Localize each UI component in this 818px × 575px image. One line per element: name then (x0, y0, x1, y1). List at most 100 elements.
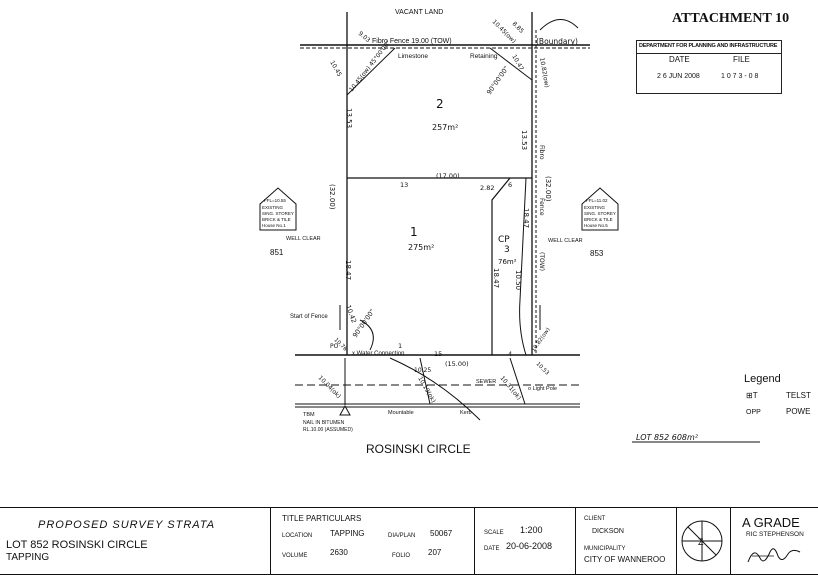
mountable-label: Mountable (388, 410, 414, 416)
house-right-3: BRICK & TILE (584, 217, 613, 222)
dim-mid-6: 6 (508, 181, 512, 189)
client-label: CLIENT (584, 516, 606, 522)
dim-bottom-1: 1 (398, 342, 402, 350)
tbm-label-1: TBM (303, 412, 315, 418)
date-label: DATE (484, 546, 500, 552)
tbm-label-3: RL.10.00 (ASSUMED) (303, 427, 353, 433)
dim-1019: 10.19(ok) (416, 376, 437, 405)
dim-top-left-2: 10.45 (328, 60, 343, 79)
dim-1050: 10.50 (514, 270, 522, 290)
boundary-arrow (539, 19, 579, 31)
dim-left-32: (32.00) (328, 184, 336, 210)
fibro-right-label: Fibro (538, 145, 545, 160)
boundary-label: (Boundary) (536, 37, 578, 46)
municipality-value: CITY OF WANNEROO (584, 555, 666, 564)
truncation-top-left (346, 47, 396, 96)
well-clear-left: WELL CLEAR (286, 236, 321, 242)
well-clear-right: WELL CLEAR (548, 238, 583, 244)
legend-title: Legend (744, 373, 781, 385)
stamp-date-label: DATE (669, 55, 690, 64)
firm-name: A GRADE (742, 515, 800, 530)
legend-telstra-symbol: ⊞T (746, 391, 758, 400)
offset-line-3 (509, 357, 526, 405)
dim-top-left-1: 9.03 (357, 30, 372, 44)
kerb-label: Kerb (460, 410, 472, 416)
title-divider-4 (676, 508, 677, 574)
driveway-curve (519, 177, 527, 356)
title-divider-2 (474, 508, 475, 574)
house-left-outline (259, 187, 297, 231)
dim-top-right-1: 8.85 (511, 20, 526, 35)
lot-left-number: 851 (270, 248, 284, 257)
scale-label: SCALE (484, 530, 504, 536)
signature-image (747, 548, 801, 563)
stamp-file-label: FILE (733, 55, 750, 64)
stamp-department: DEPARTMENT FOR PLANNING AND INFRASTRUCTU… (639, 43, 778, 49)
stamp-date-value: 2 6 JUN 2008 (657, 73, 700, 80)
client-value: DICKSON (592, 528, 624, 535)
location-value: TAPPING (330, 529, 365, 538)
dim-left-upper: 13.53 (345, 108, 353, 128)
surveyor-name: RIC STEPHENSON (746, 531, 804, 538)
lot1-area: 275m² (408, 243, 434, 252)
angle-arc-bottom (359, 319, 374, 351)
dim-1053: 10.53 (535, 361, 551, 377)
lot2-number: 2 (436, 97, 444, 111)
title-block: PROPOSED SURVEY STRATA LOT 852 ROSINSKI … (0, 507, 818, 575)
dim-tow: (TOW) (538, 252, 545, 271)
dim-1031: 10.31(ok) (498, 375, 522, 402)
house-left-1: EXISTING (262, 205, 284, 210)
lot2-area: 257m² (432, 123, 458, 132)
house-right-1: EXISTING (584, 205, 606, 210)
legend-telstra: TELST (786, 391, 811, 400)
light-pole-label: o Light Pole (528, 386, 557, 392)
vacant-land-label: VACANT LAND (395, 9, 443, 16)
dim-mid-282: 2.82 (480, 184, 494, 192)
plan-label: DIA/PLAN (388, 533, 416, 539)
dim-1042: 10.42 (344, 304, 358, 324)
cp-lot-line (491, 177, 511, 355)
plan-value: 50067 (430, 529, 453, 538)
folio-value: 207 (428, 548, 442, 557)
tbm-label-2: NAIL IN BITUMEN (303, 420, 345, 426)
municipality-label: MUNICIPALITY (584, 546, 626, 552)
lot1-number: 1 (410, 225, 418, 239)
retaining-label: Retaining (470, 53, 498, 60)
title-particulars: TITLE PARTICULARS (282, 514, 362, 523)
street-name: ROSINSKI CIRCLE (366, 442, 471, 456)
water-connection-label: x Water Connection (352, 351, 404, 357)
dim-top-right-3: 10.47 (510, 54, 525, 73)
dim-left-1847: 18.47 (344, 260, 352, 280)
stamp-file-value: 1 0 7 3 - 0 8 (721, 73, 759, 80)
north-arrow-icon: Z (681, 520, 723, 562)
house-right-outline (581, 187, 619, 231)
dim-1004: 10.04(ok) (317, 374, 342, 399)
fence-top-label: Fibro Fence 19.00 (TOW) (372, 38, 452, 45)
house-right-4: House No.5 (584, 223, 608, 228)
project-suburb: TAPPING (6, 552, 50, 563)
tbm-marker (339, 404, 351, 416)
dim-top-left-angle: 10.45(ow) 45°00'00" (348, 39, 392, 93)
dim-1082: 10.82(ow) (531, 327, 552, 353)
location-label: LOCATION (282, 533, 313, 539)
title-divider-1 (270, 508, 271, 574)
dim-po: PO (330, 343, 339, 350)
scale-value: 1:200 (520, 525, 543, 535)
dim-bottom-15: 15 (434, 350, 442, 358)
title-divider-5 (730, 508, 731, 574)
title-divider-3 (575, 508, 576, 574)
attachment-heading: ATTACHMENT 10 (672, 11, 790, 26)
dim-right-upper: 13.53 (520, 130, 528, 150)
department-stamp: DEPARTMENT FOR PLANNING AND INFRASTRUCTU… (636, 40, 782, 94)
sewer-label: SEWER (476, 379, 496, 385)
dim-mid-17: (17.00) (436, 172, 460, 180)
fence-right-label: Fence (538, 198, 545, 216)
cp-label: CP (498, 235, 510, 245)
lot-right-number: 853 (590, 249, 604, 258)
project-title: PROPOSED SURVEY STRATA (38, 519, 216, 531)
dim-bottom-4: 4 (508, 350, 512, 358)
offset-line-2 (419, 357, 431, 405)
dim-top-right-angle: 90°00'00" (485, 65, 510, 96)
road-curve (389, 357, 481, 421)
